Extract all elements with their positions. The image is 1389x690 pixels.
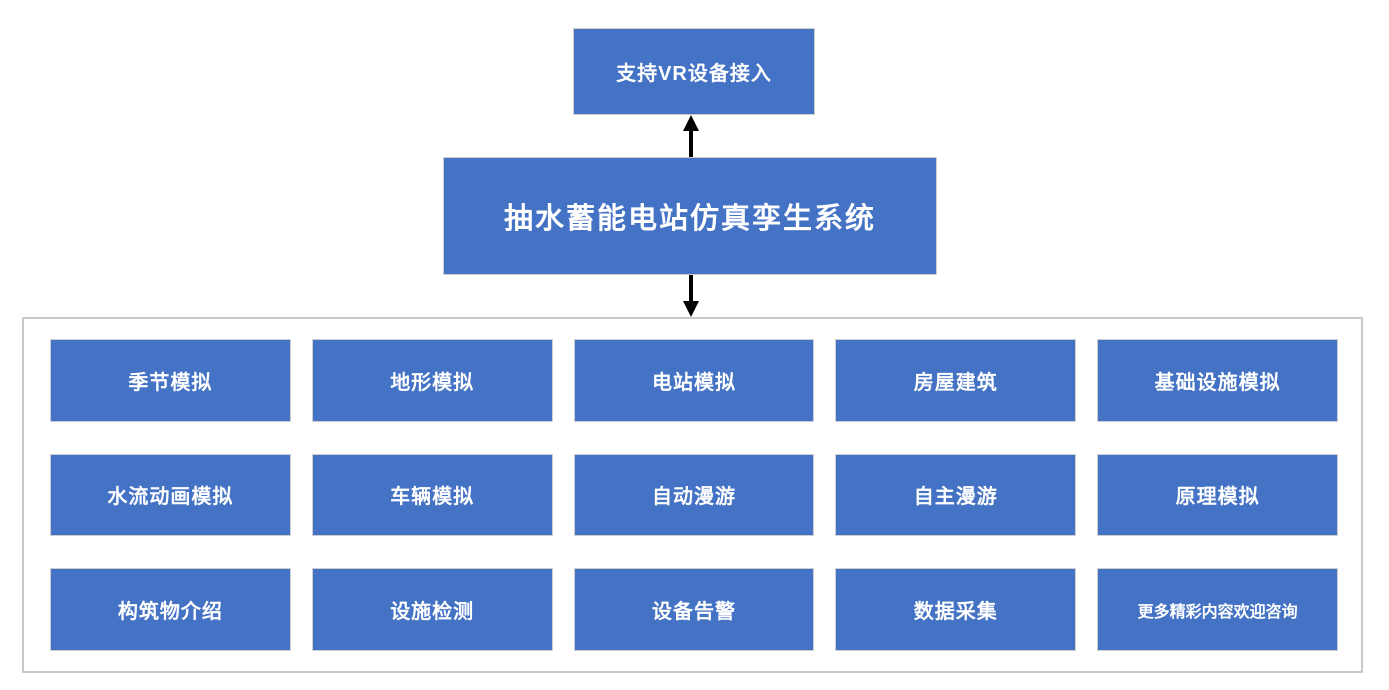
module-box: 原理模拟 <box>1097 453 1338 537</box>
module-box: 电站模拟 <box>573 339 815 422</box>
system-title-label: 抽水蓄能电站仿真孪生系统 <box>503 203 876 235</box>
system-title-box: 抽水蓄能电站仿真孪生系统 <box>443 157 937 275</box>
module-label: 原理模拟 <box>1175 486 1260 509</box>
module-box: 水流动画模拟 <box>50 453 291 537</box>
module-label: 数据采集 <box>913 601 998 624</box>
module-box: 设备告警 <box>573 568 815 651</box>
vr-support-box: 支持VR设备接入 <box>573 28 815 115</box>
module-label: 车辆模拟 <box>390 486 475 509</box>
module-label: 地形模拟 <box>390 371 475 394</box>
module-box: 房屋建筑 <box>835 339 1077 422</box>
module-box: 基础设施模拟 <box>1097 339 1338 422</box>
module-label: 基础设施模拟 <box>1154 371 1281 394</box>
module-label: 构筑物介绍 <box>117 601 223 624</box>
module-box: 更多精彩内容欢迎咨询 <box>1097 568 1338 651</box>
module-box: 自主漫游 <box>835 453 1077 537</box>
module-label: 更多精彩内容欢迎咨询 <box>1137 603 1298 621</box>
modules-grid: 季节模拟 地形模拟 电站模拟 房屋建筑 基础设施模拟 水流动画模拟 车辆模拟 自… <box>50 339 1338 651</box>
module-label: 季节模拟 <box>128 371 213 394</box>
module-box: 地形模拟 <box>311 339 553 422</box>
module-box: 设施检测 <box>311 568 553 651</box>
module-box: 数据采集 <box>835 568 1077 651</box>
module-label: 设施检测 <box>390 601 475 624</box>
vr-support-label: 支持VR设备接入 <box>616 63 772 85</box>
module-box: 自动漫游 <box>573 453 815 537</box>
module-label: 设备告警 <box>651 601 736 624</box>
module-box: 车辆模拟 <box>311 453 553 537</box>
module-label: 电站模拟 <box>651 371 736 394</box>
module-box: 季节模拟 <box>50 339 291 422</box>
module-label: 水流动画模拟 <box>107 486 234 509</box>
module-box: 构筑物介绍 <box>50 568 291 651</box>
module-label: 自动漫游 <box>651 486 736 509</box>
arrow-up-icon <box>683 115 699 157</box>
modules-container: 季节模拟 地形模拟 电站模拟 房屋建筑 基础设施模拟 水流动画模拟 车辆模拟 自… <box>22 317 1363 673</box>
module-label: 房屋建筑 <box>913 371 998 394</box>
module-label: 自主漫游 <box>913 486 998 509</box>
arrow-down-icon <box>683 275 699 317</box>
